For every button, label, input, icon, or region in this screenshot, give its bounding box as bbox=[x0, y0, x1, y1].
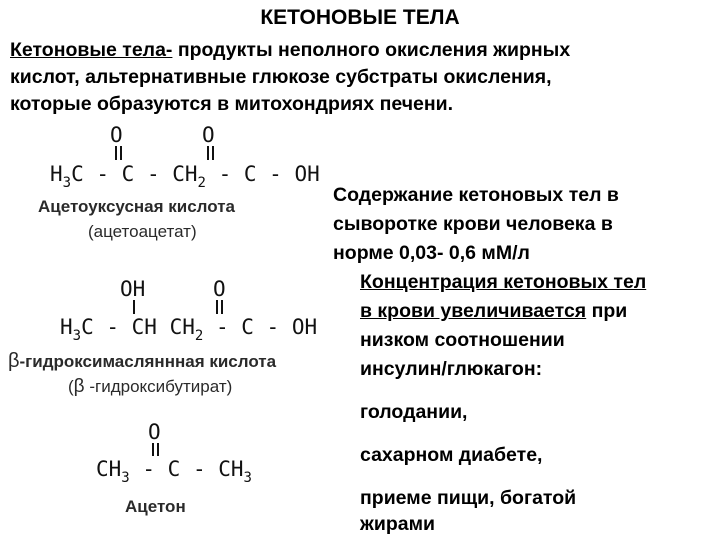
double-bond bbox=[221, 300, 223, 314]
structural-formula: H3C - CH CH2 - C - OH bbox=[60, 315, 318, 344]
structural-formula: H3C - C - CH2 - C - OH bbox=[50, 162, 320, 191]
intro-line-1: Кетоновые тела- продукты неполного окисл… bbox=[10, 37, 570, 64]
double-bond bbox=[216, 300, 218, 314]
content-line: норме 0,03- 0,6 мМ/л bbox=[333, 242, 530, 264]
normal-content-text: Содержание кетоновых тел в сыворотке кро… bbox=[333, 181, 619, 268]
beta-symbol: β bbox=[8, 350, 20, 372]
intro-term: Кетоновые тела- bbox=[10, 39, 173, 61]
content-line: Содержание кетоновых тел в bbox=[333, 184, 619, 206]
oxygen-label: O bbox=[110, 123, 123, 147]
concentration-line: Концентрация кетоновых тел bbox=[360, 271, 647, 293]
compound-name-text: -гидроксимасляннная кислота bbox=[19, 352, 277, 371]
compound-name: β-гидроксимасляннная кислота bbox=[8, 350, 276, 373]
concentration-line: в крови увеличивается при bbox=[360, 300, 628, 322]
oxygen-label: O bbox=[148, 420, 161, 444]
intro-line-1-rest: продукты неполного окисления жирных bbox=[172, 39, 571, 61]
oxygen-label: O bbox=[202, 123, 215, 147]
structural-formula: CH3 - C - CH3 bbox=[96, 457, 252, 486]
condition-item: сахарном диабете, bbox=[360, 444, 543, 466]
intro-line-3: которые образуются в митохондриях печени… bbox=[10, 93, 454, 115]
intro-line-2: кислот, альтернативные глюкозе субстраты… bbox=[10, 66, 552, 88]
condition-item: голодании, bbox=[360, 401, 468, 423]
concentration-line: инсулин/глюкагон: bbox=[360, 358, 543, 380]
compound-synonym: (ацетоацетат) bbox=[88, 222, 197, 241]
double-bond bbox=[120, 146, 122, 160]
page-title: КЕТОНОВЫЕ ТЕЛА bbox=[260, 6, 460, 29]
condition-item: приеме пищи, богатой bbox=[360, 487, 577, 509]
compound-synonym: (β -гидроксибутират) bbox=[68, 376, 233, 397]
intro-definition: Кетоновые тела- продукты неполного окисл… bbox=[10, 37, 570, 118]
double-bond bbox=[152, 443, 154, 456]
single-bond bbox=[133, 300, 135, 314]
double-bond bbox=[157, 443, 159, 456]
hydroxyl-label: OH bbox=[120, 277, 146, 301]
content-line: сыворотке крови человека в bbox=[333, 213, 613, 235]
oxygen-label: O bbox=[213, 277, 226, 301]
concentration-text: Концентрация кетоновых тел в крови увели… bbox=[360, 268, 646, 384]
compound-name: Ацетон bbox=[125, 497, 186, 516]
double-bond bbox=[212, 146, 214, 160]
concentration-line: низком соотношении bbox=[360, 329, 565, 351]
condition-item: жирами bbox=[360, 513, 435, 535]
double-bond bbox=[115, 146, 117, 160]
compound-name: Ацетоуксусная кислота bbox=[38, 197, 235, 216]
double-bond bbox=[207, 146, 209, 160]
